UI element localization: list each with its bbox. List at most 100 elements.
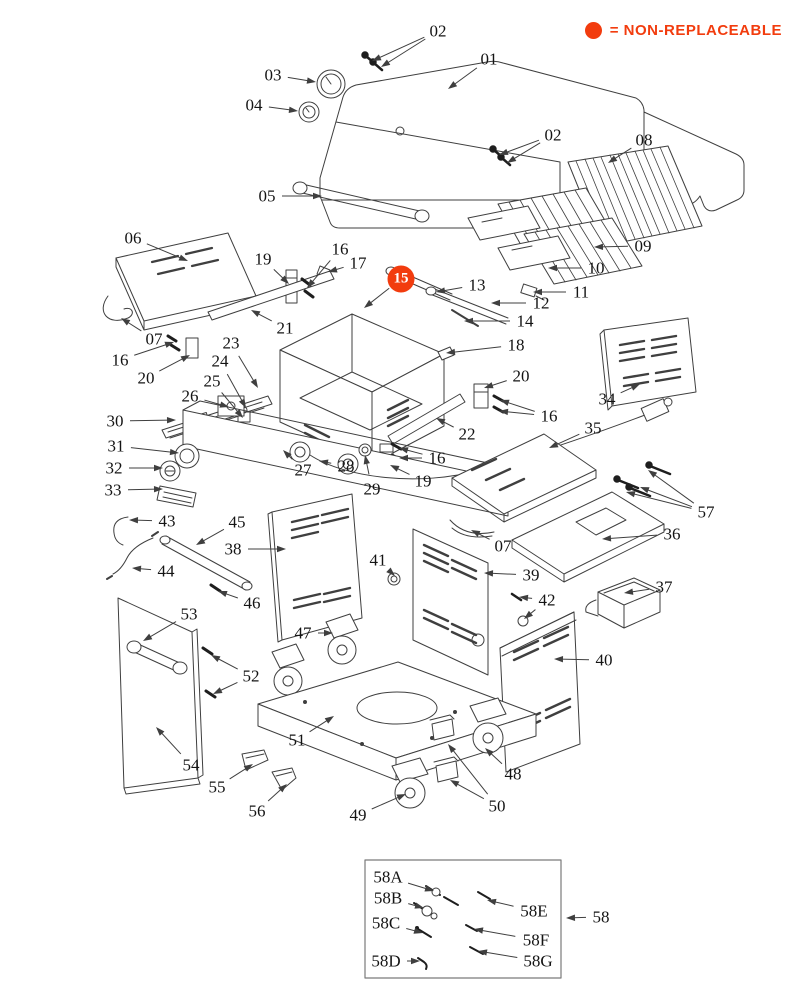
part-label-30[interactable]: 30 (106, 411, 124, 431)
part-label-31[interactable]: 31 (107, 436, 125, 456)
part-32-knob-drawing (159, 460, 181, 482)
part-label-49[interactable]: 49 (349, 805, 367, 825)
part-label-18[interactable]: 18 (507, 335, 525, 355)
part-03-thermometer-drawing (316, 69, 346, 99)
part-label-48[interactable]: 48 (504, 764, 522, 784)
part-label-43[interactable]: 43 (158, 511, 176, 531)
part-label-20[interactable]: 20 (137, 368, 155, 388)
part-47-casters-drawing (271, 613, 359, 696)
part-43-tube-drawing (113, 516, 129, 546)
part-label-16[interactable]: 16 (111, 350, 129, 370)
part-label-19[interactable]: 19 (414, 471, 432, 491)
part-label-58f[interactable]: 58F (522, 930, 550, 950)
part-label-53[interactable]: 53 (180, 604, 198, 624)
part-label-19[interactable]: 19 (254, 249, 272, 269)
part-label-02[interactable]: 02 (429, 21, 447, 41)
part-label-41[interactable]: 41 (369, 550, 387, 570)
part-label-58e[interactable]: 58E (520, 901, 548, 921)
part-label-39[interactable]: 39 (522, 565, 540, 585)
part-label-36[interactable]: 36 (663, 524, 681, 544)
non-replaceable-dot-icon (584, 22, 602, 39)
part-label-58a[interactable]: 58A (373, 867, 403, 887)
part-label-21[interactable]: 21 (276, 318, 294, 338)
part-label-03[interactable]: 03 (264, 65, 282, 85)
part-22-rail-drawing (387, 393, 466, 445)
part-label-58b[interactable]: 58B (373, 888, 403, 908)
part-label-47[interactable]: 47 (294, 623, 312, 643)
part-label-15-highlighted[interactable]: 15 (387, 265, 415, 293)
part-label-58g[interactable]: 58G (523, 951, 553, 971)
part-label-29[interactable]: 29 (363, 479, 381, 499)
part-label-55[interactable]: 55 (208, 777, 226, 797)
part-label-34[interactable]: 34 (598, 389, 616, 409)
part-label-06[interactable]: 06 (124, 228, 142, 248)
part-label-24[interactable]: 24 (211, 351, 229, 371)
part-label-46[interactable]: 46 (243, 593, 261, 613)
part-label-07[interactable]: 07 (494, 536, 512, 556)
legend-text: = NON-REPLACEABLE (609, 22, 782, 39)
part-label-02[interactable]: 02 (544, 125, 562, 145)
part-label-17[interactable]: 17 (349, 253, 367, 273)
part-label-14[interactable]: 14 (516, 311, 534, 331)
part-label-11[interactable]: 11 (572, 282, 590, 302)
part-label-32[interactable]: 32 (105, 458, 123, 478)
part-label-10[interactable]: 10 (587, 258, 605, 278)
part-label-08[interactable]: 08 (635, 130, 653, 150)
part-label-20[interactable]: 20 (512, 366, 530, 386)
part-label-22[interactable]: 22 (458, 424, 476, 444)
part-label-56[interactable]: 56 (248, 801, 266, 821)
part-label-50[interactable]: 50 (488, 796, 506, 816)
part-label-16[interactable]: 16 (331, 239, 349, 259)
part-label-33[interactable]: 33 (104, 480, 122, 500)
part-56-bracket-drawing (271, 767, 297, 791)
part-label-51[interactable]: 51 (288, 730, 306, 750)
part-label-58d[interactable]: 58D (371, 951, 401, 971)
part-label-16[interactable]: 16 (540, 406, 558, 426)
part-31-knob-bezel-drawing (174, 443, 200, 469)
part-label-13[interactable]: 13 (468, 275, 486, 295)
part-label-25[interactable]: 25 (203, 371, 221, 391)
part-label-37[interactable]: 37 (655, 577, 673, 597)
part-label-42[interactable]: 42 (538, 590, 556, 610)
part-44-wire-drawing (106, 531, 159, 580)
part-label-05[interactable]: 05 (258, 186, 276, 206)
part-label-09[interactable]: 09 (634, 236, 652, 256)
part-42-screw-nut-drawing (510, 592, 529, 627)
part-label-16[interactable]: 16 (428, 448, 446, 468)
part-label-38[interactable]: 38 (224, 539, 242, 559)
part-48-caster-drawing (469, 697, 507, 754)
part-04-bezel-drawing (298, 101, 320, 123)
part-30-control-panel-drawing (182, 400, 526, 517)
part-label-12[interactable]: 12 (532, 293, 550, 313)
part-38-side-panel-drawing (267, 493, 363, 643)
part-36-drip-tray-drawing (511, 491, 665, 583)
part-55-bracket-drawing (241, 749, 269, 771)
part-label-44[interactable]: 44 (157, 561, 175, 581)
part-57-screws-drawing (613, 461, 672, 498)
part-07-tube-drawing (102, 295, 133, 321)
part-label-28[interactable]: 28 (337, 456, 355, 476)
part-label-01[interactable]: 01 (480, 49, 498, 69)
part-label-04[interactable]: 04 (245, 95, 263, 115)
part-50-caster-pads-drawing (429, 714, 459, 783)
part-label-54[interactable]: 54 (182, 755, 200, 775)
part-41-grommet-drawing (387, 572, 401, 586)
part-35-tray-drawing (451, 433, 597, 523)
part-label-57[interactable]: 57 (697, 502, 715, 522)
part-34-back-panel-drawing (599, 317, 697, 411)
part-label-26[interactable]: 26 (181, 386, 199, 406)
part-label-07[interactable]: 07 (145, 329, 163, 349)
part-label-35[interactable]: 35 (584, 418, 602, 438)
part-label-58c[interactable]: 58C (371, 913, 401, 933)
part-label-23[interactable]: 23 (222, 333, 240, 353)
part-label-27[interactable]: 27 (294, 460, 312, 480)
part-label-45[interactable]: 45 (228, 512, 246, 532)
part-39-side-panel-drawing (412, 528, 489, 676)
part-label-40[interactable]: 40 (595, 650, 613, 670)
part-label-52[interactable]: 52 (242, 666, 260, 686)
part-49-caster-drawing (391, 757, 429, 809)
part-label-58[interactable]: 58 (592, 907, 610, 927)
